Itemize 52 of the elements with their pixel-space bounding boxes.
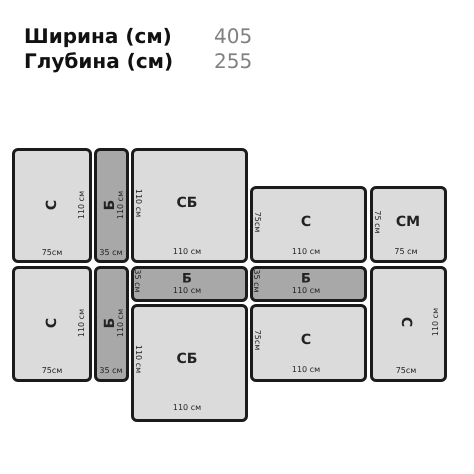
sofa-module xyxy=(12,148,92,263)
sofa-module xyxy=(131,148,248,263)
sofa-module xyxy=(250,266,367,302)
sofa-module xyxy=(12,266,92,382)
spec-name: Ширина (см) xyxy=(24,26,172,46)
spec-name: Глубина (см) xyxy=(24,51,174,71)
dimension-label: 35 см xyxy=(133,269,141,293)
dimension-label: 75см xyxy=(253,330,261,350)
dimension-label: 110 см xyxy=(172,287,202,295)
dimension-label: 110 см xyxy=(117,190,125,220)
dimension-label: 110 см xyxy=(78,190,86,220)
sofa-module xyxy=(94,266,129,382)
dimension-label: 75см xyxy=(42,367,62,375)
dimension-label: 110 см xyxy=(172,248,202,256)
module-code: С xyxy=(45,318,59,328)
module-code: С xyxy=(300,215,312,229)
spec-value: 255 xyxy=(214,51,252,71)
sofa-module xyxy=(250,186,367,263)
module-code: С xyxy=(399,316,413,328)
spec-value: 405 xyxy=(214,26,252,46)
module-code: Б xyxy=(103,318,117,328)
dimension-label: 110 см xyxy=(134,188,142,218)
dimension-label: 110 см xyxy=(292,248,320,256)
sofa-module xyxy=(250,304,367,382)
module-code: СБ xyxy=(176,352,198,366)
dimension-label: 110 см xyxy=(134,344,142,374)
dimension-label: 110 см xyxy=(117,308,125,338)
module-code: СМ xyxy=(396,215,420,229)
dimension-label: 110 см xyxy=(78,308,86,338)
module-code: Б xyxy=(182,272,192,286)
dimension-label: 110 см xyxy=(292,287,320,295)
dimension-label: 75см xyxy=(253,212,261,232)
dimension-label: 110 см xyxy=(292,366,320,374)
module-code: Б xyxy=(301,272,311,286)
sofa-module xyxy=(370,266,447,382)
sofa-module xyxy=(370,186,447,263)
sofa-module xyxy=(131,266,248,302)
dimension-label: 75 см xyxy=(394,248,418,256)
dimension-label: 110 см xyxy=(172,404,202,412)
dimension-label: 75см xyxy=(396,367,416,375)
module-code: С xyxy=(300,333,312,347)
sofa-module xyxy=(131,304,248,422)
dimension-label: 75 см xyxy=(373,210,381,234)
module-code: СБ xyxy=(176,196,198,210)
dimension-label: 35 см xyxy=(252,269,260,293)
sofa-module xyxy=(94,148,129,263)
dimension-label: 35 см xyxy=(99,367,123,375)
module-code: Б xyxy=(103,200,117,210)
dimension-label: 35 см xyxy=(99,249,123,257)
dimension-label: 75см xyxy=(42,249,62,257)
module-code: С xyxy=(45,200,59,210)
dimension-label: 110 см xyxy=(432,308,440,336)
